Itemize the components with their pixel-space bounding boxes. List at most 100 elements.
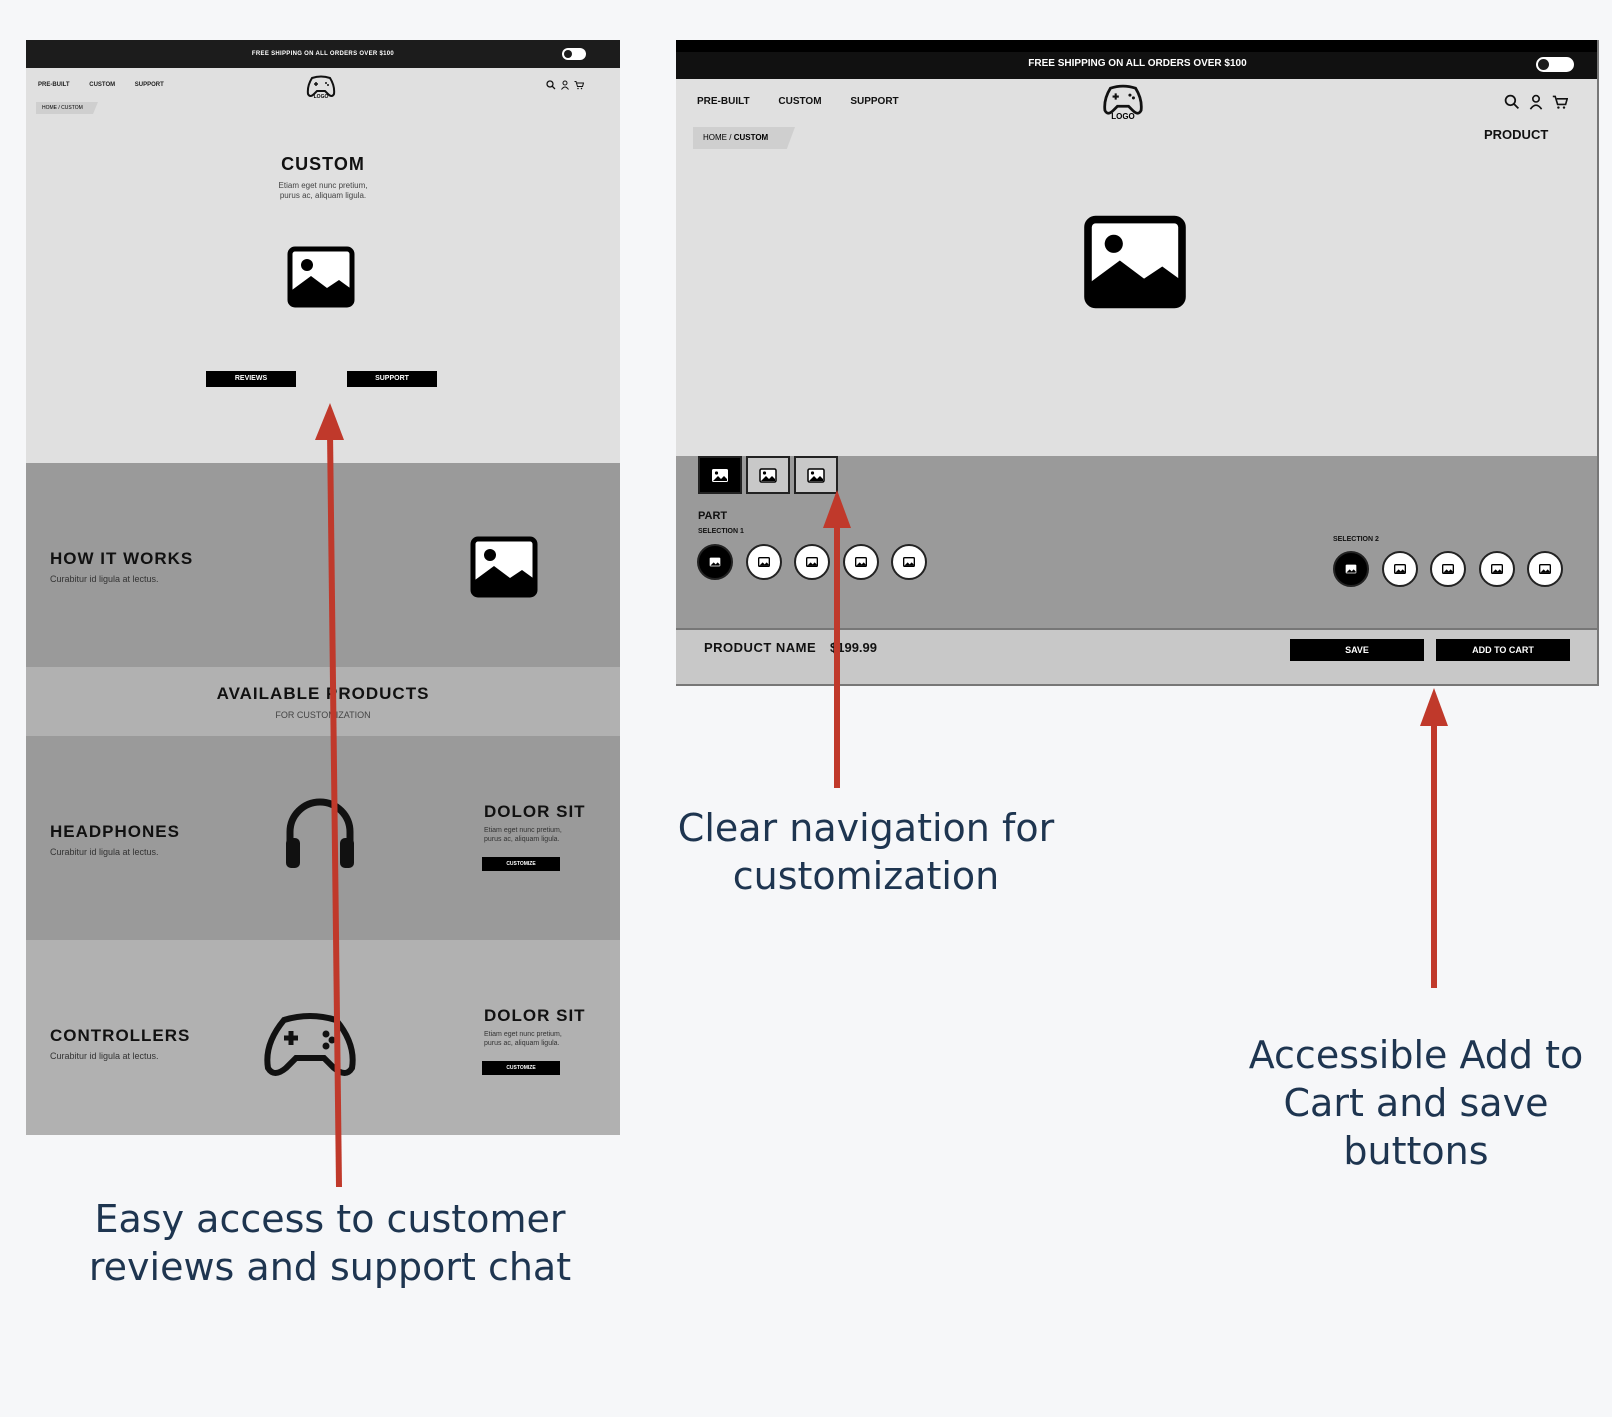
- customize-button[interactable]: CUSTOMIZE: [482, 1061, 560, 1075]
- logo-icon[interactable]: LOGO: [1102, 84, 1144, 121]
- support-button[interactable]: SUPPORT: [347, 371, 437, 387]
- image-icon: [712, 468, 728, 482]
- swatch-option[interactable]: [794, 544, 830, 580]
- swatch-option[interactable]: [891, 544, 927, 580]
- shipping-banner: FREE SHIPPING ON ALL ORDERS OVER $100: [676, 40, 1597, 79]
- side-title: DOLOR SIT: [484, 802, 586, 821]
- product-text: Curabitur id ligula at lectus.: [50, 1051, 159, 1061]
- search-icon[interactable]: [1504, 94, 1520, 110]
- custom-page-mockup: FREE SHIPPING ON ALL ORDERS OVER $100 PR…: [26, 40, 620, 1135]
- how-it-works-section: HOW IT WORKS Curabitur id ligula at lect…: [26, 463, 620, 667]
- side-text-2: purus ac, aliquam ligula.: [484, 836, 560, 843]
- breadcrumb-home[interactable]: HOME /: [703, 133, 732, 142]
- swatch-option[interactable]: [1333, 551, 1369, 587]
- header-icons: [1504, 94, 1568, 110]
- nav-pre-built[interactable]: PRE-BUILT: [697, 96, 750, 107]
- main-nav: PRE-BUILT CUSTOM SUPPORT: [38, 82, 182, 88]
- headphones-section: HEADPHONES Curabitur id ligula at lectus…: [26, 736, 620, 940]
- product-name: CONTROLLERS: [50, 1026, 191, 1045]
- nav-custom[interactable]: CUSTOM: [89, 82, 116, 88]
- how-it-works-title: HOW IT WORKS: [50, 549, 194, 568]
- swatch-option[interactable]: [1382, 551, 1418, 587]
- product-price: $199.99: [830, 640, 877, 655]
- caption-cart: Accessible Add to Cart and save buttons: [1248, 1033, 1584, 1173]
- arrow-cart: [1420, 688, 1448, 988]
- breadcrumb: HOME / CUSTOM: [693, 127, 795, 149]
- logo-icon[interactable]: LOGO: [306, 74, 336, 100]
- user-icon[interactable]: [560, 80, 570, 90]
- theme-toggle[interactable]: [1536, 57, 1574, 72]
- side-title: DOLOR SIT: [484, 1006, 586, 1025]
- nav-support[interactable]: SUPPORT: [134, 82, 164, 88]
- image-icon: [1539, 564, 1551, 574]
- image-placeholder-icon: [470, 536, 538, 598]
- breadcrumb-current[interactable]: CUSTOM: [733, 133, 769, 142]
- image-icon: [903, 557, 915, 567]
- side-text-2: purus ac, aliquam ligula.: [484, 1040, 560, 1047]
- hero-title: CUSTOM: [281, 154, 365, 174]
- logo-text: LOGO: [313, 94, 329, 100]
- image-icon: [1394, 564, 1406, 574]
- product-name: HEADPHONES: [50, 822, 180, 841]
- save-button[interactable]: SAVE: [1290, 639, 1424, 661]
- part-thumbnail[interactable]: [698, 456, 742, 494]
- part-label: PART: [698, 510, 728, 522]
- image-icon: [1345, 564, 1357, 574]
- add-to-cart-button[interactable]: ADD TO CART: [1436, 639, 1570, 661]
- selection-2-label: SELECTION 2: [1333, 536, 1379, 543]
- side-text-1: Etiam eget nunc pretium,: [484, 827, 562, 834]
- main-nav: PRE-BUILT CUSTOM SUPPORT: [697, 96, 899, 107]
- cart-icon[interactable]: [574, 80, 584, 90]
- product-customizer-mockup: FREE SHIPPING ON ALL ORDERS OVER $100 PR…: [676, 40, 1599, 686]
- caption-navigation: Clear navigation for customization: [677, 806, 1055, 898]
- product-name: PRODUCT NAME: [704, 640, 817, 655]
- image-icon: [1491, 564, 1503, 574]
- page-label: PRODUCT: [1484, 127, 1549, 142]
- nav-custom[interactable]: CUSTOM: [778, 96, 822, 107]
- cart-icon[interactable]: [1552, 94, 1568, 110]
- how-it-works-text: Curabitur id ligula at lectus.: [50, 574, 159, 584]
- theme-toggle[interactable]: [562, 48, 586, 60]
- shipping-banner: FREE SHIPPING ON ALL ORDERS OVER $100: [26, 40, 620, 68]
- logo-text: LOGO: [1111, 112, 1135, 121]
- selection-1-label: SELECTION 1: [698, 528, 744, 535]
- swatch-option[interactable]: [843, 544, 879, 580]
- image-placeholder-icon: [287, 246, 355, 308]
- controllers-section: CONTROLLERS Curabitur id ligula at lectu…: [26, 940, 620, 1135]
- caption-reviews-support: Easy access to customer reviews and supp…: [88, 1197, 572, 1289]
- swatch-option[interactable]: [1479, 551, 1515, 587]
- available-products-title: AVAILABLE PRODUCTS: [216, 684, 430, 703]
- product-text: Curabitur id ligula at lectus.: [50, 847, 159, 857]
- image-icon: [855, 557, 867, 567]
- breadcrumb[interactable]: HOME / CUSTOM: [36, 102, 98, 114]
- image-icon: [807, 467, 825, 483]
- swatch-option[interactable]: [697, 544, 733, 580]
- search-icon[interactable]: [546, 80, 556, 90]
- product-footer-bar: PRODUCT NAME $199.99 SAVE ADD TO CART: [676, 628, 1597, 684]
- hero-subtitle-2: purus ac, aliquam ligula.: [279, 191, 367, 200]
- swatch-option[interactable]: [1527, 551, 1563, 587]
- hero-subtitle-1: Etiam eget nunc pretium,: [278, 181, 368, 190]
- header-icons: [546, 80, 584, 90]
- reviews-button[interactable]: REVIEWS: [206, 371, 296, 387]
- part-thumbnail[interactable]: [794, 456, 838, 494]
- available-products-subtitle: FOR CUSTOMIZATION: [275, 710, 371, 720]
- arrow-reviews-support: [315, 403, 344, 1188]
- part-thumbnail[interactable]: [746, 456, 790, 494]
- image-icon: [1442, 564, 1454, 574]
- arrow-navigation: [823, 490, 851, 788]
- side-text-1: Etiam eget nunc pretium,: [484, 1031, 562, 1038]
- nav-support[interactable]: SUPPORT: [850, 96, 899, 107]
- headphones-icon: [280, 792, 360, 872]
- image-icon: [759, 467, 777, 483]
- user-icon[interactable]: [1528, 94, 1544, 110]
- swatch-option[interactable]: [1430, 551, 1466, 587]
- image-icon: [806, 557, 818, 567]
- customize-button[interactable]: CUSTOMIZE: [482, 857, 560, 871]
- customizer-panel: PART SELECTION 1 SELECTION 2: [676, 456, 1597, 628]
- nav-pre-built[interactable]: PRE-BUILT: [38, 82, 70, 88]
- image-placeholder-icon: [1083, 215, 1187, 309]
- swatch-option[interactable]: [746, 544, 782, 580]
- image-icon: [758, 557, 770, 567]
